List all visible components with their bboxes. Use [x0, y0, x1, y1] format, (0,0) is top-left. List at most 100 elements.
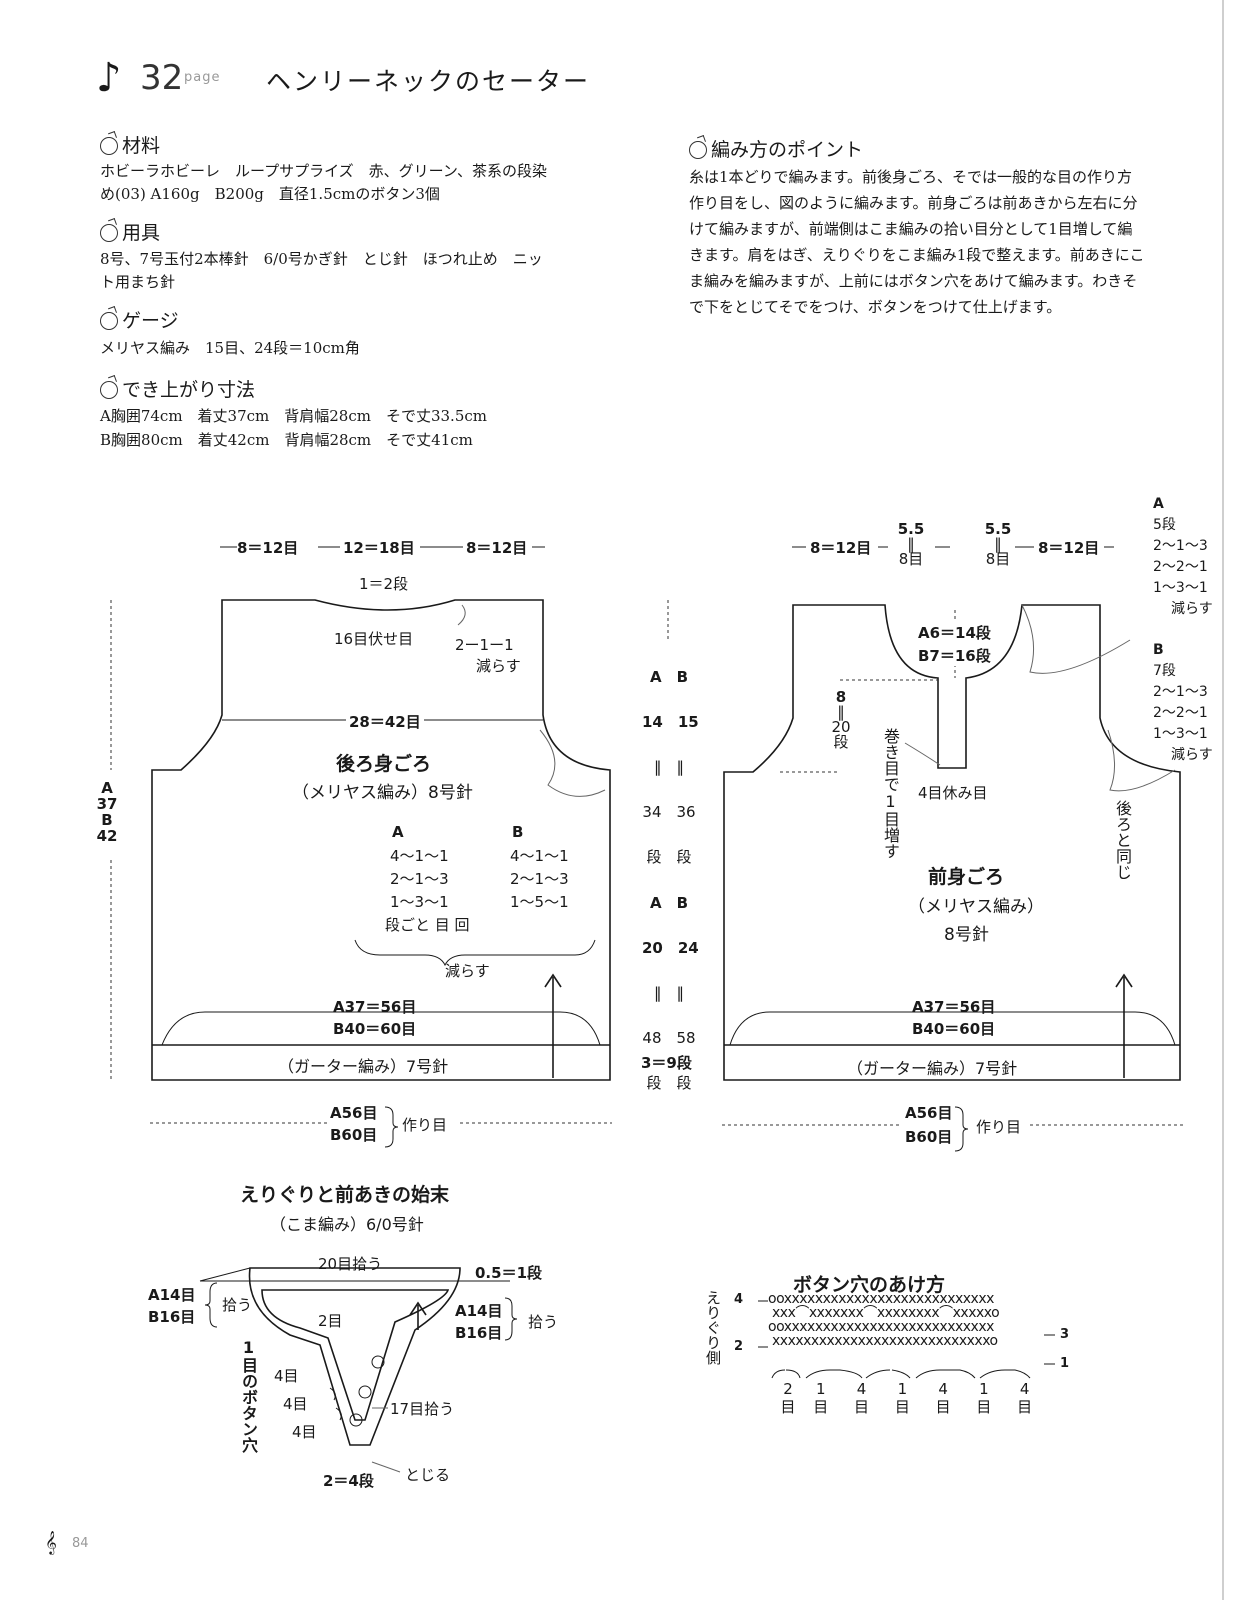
front-cast-b: B60目	[905, 1128, 953, 1146]
button-icon	[371, 1355, 385, 1369]
dim-stitches: 8目	[898, 550, 924, 568]
shape-step: 2〜1〜3	[1153, 538, 1208, 554]
page-gutter	[1222, 0, 1224, 1600]
dec-step: 4〜1〜1	[390, 847, 449, 865]
back-dec-note: 減らす	[445, 962, 490, 980]
neck-four-2: 4目	[283, 1395, 308, 1413]
apple-icon	[100, 137, 118, 155]
buttonhole-mark	[335, 1407, 342, 1421]
points-line: けて編みますが、前端側はこま編みの拾い目分として1目増して編	[689, 220, 1133, 238]
height-b-label: B	[101, 811, 113, 829]
apple-icon	[689, 141, 707, 159]
front-neck-b: B7＝16段	[918, 645, 991, 666]
dim-rows: 48 58	[642, 1029, 696, 1047]
stitch-row-3: xxx⌒xxxxxxx⌒xxxxxxxx⌒xxxxxo	[772, 1305, 1000, 1321]
back-cast-brace	[384, 1106, 399, 1148]
stitch-rows: ooxxxxxxxxxxxxxxxxxxxxxxxxxxx xxx⌒xxxxxx…	[768, 1292, 1000, 1348]
dim-eq: ‖ ‖	[653, 758, 684, 776]
stitch-row-2: ooxxxxxxxxxxxxxxxxxxxxxxxxxxx	[768, 1319, 994, 1335]
front-armhole-leader	[1107, 729, 1176, 792]
tools-line-2: ト用まち針	[100, 273, 176, 291]
count-value: 1	[897, 1380, 908, 1398]
front-body-outline	[723, 604, 1181, 1081]
neckline-side-label: えりぐり側	[704, 1290, 722, 1365]
back-cast-b: B60目	[330, 1126, 378, 1144]
front-top-right-dim: 8＝12目	[1038, 539, 1100, 557]
front-subtitle: （メリヤス編み）	[908, 897, 1044, 917]
back-height-dim: A 37 B 42	[96, 780, 118, 844]
back-neck-dec-note: 減らす	[476, 657, 521, 675]
neck-finish-subtitle: （こま編み）6/0号針	[270, 1215, 424, 1234]
neck-pick-top: 20目拾う	[318, 1255, 383, 1273]
apple-icon	[100, 312, 118, 330]
clef-icon: 𝄞	[45, 1530, 57, 1554]
back-neck-rows: 1＝2段	[359, 575, 409, 593]
materials-heading: 材料	[100, 131, 160, 158]
points-line: ま編みを編みますが、上前にはボタン穴をあけて編みます。わきそ	[689, 272, 1138, 290]
dim-eq: ‖	[907, 535, 915, 553]
back-neck-leader	[457, 604, 466, 626]
dim-rows: 34 36	[642, 803, 696, 821]
apple-icon	[100, 381, 118, 399]
front-neck-a: A6＝14段	[918, 622, 991, 643]
button-icon	[358, 1385, 372, 1399]
back-stitch-a: A37＝56目	[333, 998, 417, 1016]
ribbing-rows-dim: 3＝9段	[641, 1054, 692, 1072]
back-title: 後ろ身ごろ	[336, 753, 432, 775]
count-value: 1	[979, 1380, 989, 1398]
count-unit: 目	[813, 1398, 829, 1416]
neck-finish-title: えりぐりと前あきの始末	[240, 1184, 450, 1206]
front-ribbing-curve	[729, 1011, 1176, 1046]
back-cast-a: A56目	[330, 1104, 378, 1122]
neck-right-brace	[504, 1297, 518, 1341]
dim-values: 20 24	[642, 939, 699, 957]
dim-value: 8	[835, 688, 847, 706]
neck-left-a: A14目	[148, 1286, 196, 1304]
count-value: 4	[856, 1380, 867, 1398]
front-arrow-head	[1115, 973, 1133, 988]
front-title: 前身ごろ	[928, 866, 1005, 888]
dec-step: 2〜1〜3	[390, 870, 449, 888]
note-icon: ♪	[96, 55, 122, 101]
neck-four-3: 4目	[292, 1423, 317, 1441]
count-unit: 目	[1017, 1398, 1033, 1416]
front-cast-a: A56目	[905, 1104, 953, 1122]
dim-ab: A B	[649, 668, 689, 686]
back-dec-a-head: A	[392, 823, 404, 841]
back-arrow-head	[544, 973, 562, 988]
row-label-2: 2	[734, 1339, 744, 1354]
count-value: 2	[783, 1380, 793, 1398]
page-ref-number: 32	[140, 58, 184, 98]
front-hold-label: 4目休み目	[918, 784, 988, 802]
count-value: 4	[1019, 1380, 1030, 1398]
row-label-3: 3	[1060, 1327, 1070, 1342]
front-increase-note: 巻き目で1目増す	[881, 728, 900, 859]
dim-rows: 20	[831, 718, 851, 736]
front-needle: 8号針	[944, 925, 989, 945]
points-line: で下をとじてそでをつけ、ボタンをつけて仕上げます。	[689, 298, 1062, 316]
neck-left-b: B16目	[148, 1308, 196, 1326]
front-neck-left-dim: 5.5 ‖ 8目	[896, 522, 926, 567]
size-heading: でき上がり寸法	[100, 375, 255, 402]
front-same-as-back: 後ろと同じ	[1113, 800, 1132, 880]
front-neck-leader	[1021, 604, 1131, 674]
front-neck-right-dim: 5.5 ‖ 8目	[983, 522, 1013, 567]
buttonhole-title: ボタン穴のあけ方	[793, 1274, 946, 1296]
dim-eq: ‖	[994, 535, 1002, 553]
front-ribbing-label: （ガーター編み）7号針	[847, 1059, 1018, 1078]
gauge-line: メリヤス編み 15目、24段＝10cm角	[100, 339, 360, 357]
front-cast-label: 作り目	[976, 1118, 1022, 1136]
neck-close: とじる	[405, 1466, 451, 1484]
row-label-1: 1	[1060, 1356, 1070, 1371]
back-dec-b: 4〜1〜1 2〜1〜3 1〜5〜1	[510, 845, 569, 914]
page-ref-word: page	[184, 70, 221, 85]
close-leader	[371, 1461, 401, 1473]
buttonhole-mark	[329, 1387, 336, 1401]
size-line-a: A胸囲74cm 着丈37cm 背肩幅28cm そで丈33.5cm	[100, 407, 487, 425]
dim-value: 5.5	[897, 520, 925, 538]
front-shaping-b: B 7段 2〜1〜3 2〜2〜1 1〜3〜1 減らす	[1153, 640, 1213, 766]
back-width-dim: 28＝42目	[346, 711, 424, 732]
